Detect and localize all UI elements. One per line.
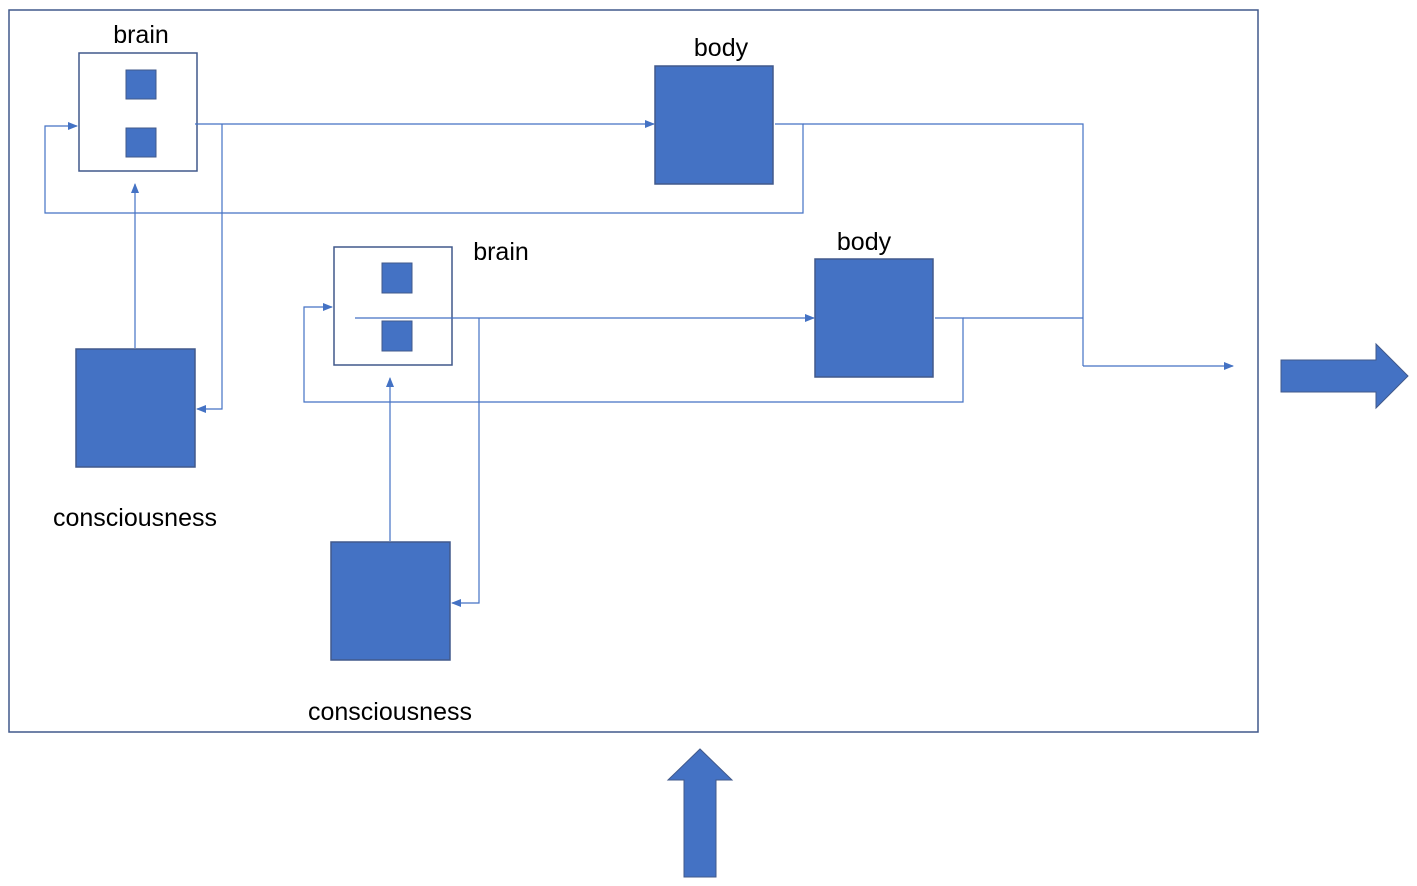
block-arrow-right-icon — [1280, 342, 1409, 410]
consciousness-label: consciousness — [308, 698, 472, 726]
connector-brain-to-consciousness — [196, 124, 223, 413]
consciousness-block — [330, 541, 451, 661]
brain-inner-block-top — [125, 69, 157, 100]
body-block — [814, 258, 934, 378]
outer-frame — [8, 9, 1259, 733]
brain-inner-block-top — [381, 262, 413, 294]
system-upper: brain body consciousness — [44, 21, 804, 532]
block-arrow-up-icon — [666, 748, 734, 878]
system-lower: brain body consciousness — [303, 228, 964, 726]
consciousness-label: consciousness — [53, 504, 217, 532]
connector-body-feedback-loop — [44, 122, 804, 214]
brain-label: brain — [473, 238, 529, 266]
brain-label: brain — [113, 21, 169, 49]
body-block — [654, 65, 774, 185]
body-label: body — [837, 228, 892, 256]
brain-inner-block-bottom — [381, 320, 413, 352]
connector-output-top — [803, 123, 1084, 366]
connector-brain-to-consciousness — [451, 318, 480, 607]
body-label: body — [694, 34, 749, 62]
brain-inner-block-bottom — [125, 127, 157, 158]
connector-body-feedback-loop — [303, 303, 964, 403]
consciousness-block — [75, 348, 196, 468]
